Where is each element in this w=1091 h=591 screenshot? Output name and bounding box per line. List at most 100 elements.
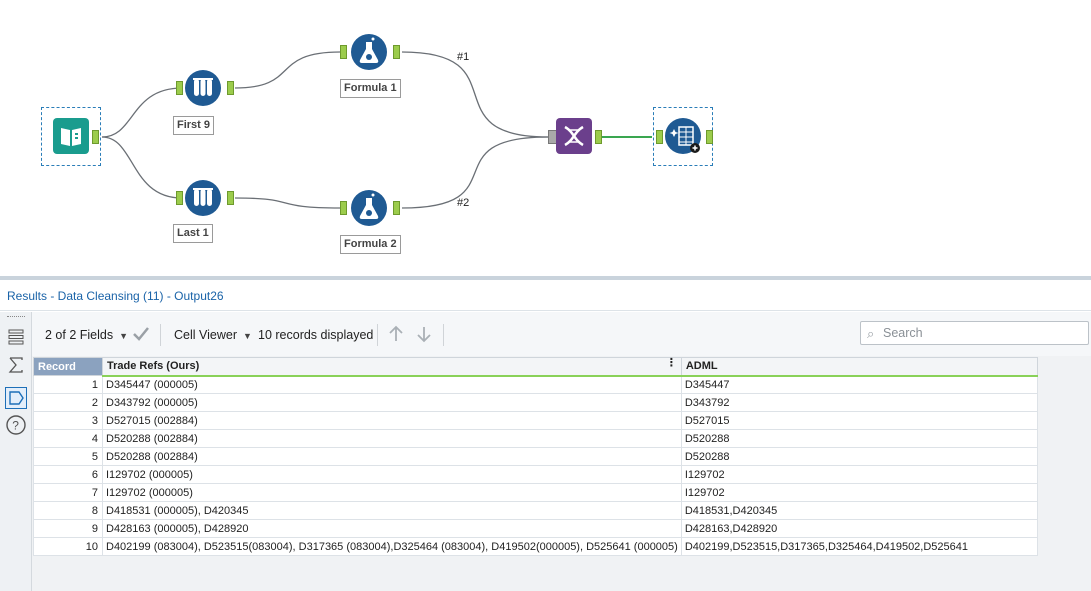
toolbar-separator — [160, 324, 161, 346]
last1-input-anchor[interactable] — [176, 191, 183, 205]
cell-trade-refs[interactable]: D345447 (000005) — [102, 375, 682, 394]
cell-trade-refs[interactable]: D343792 (000005) — [102, 393, 682, 412]
row-number: 5 — [33, 447, 103, 466]
viewer-selector[interactable]: Cell Viewer▼ — [174, 328, 252, 342]
chevron-down-icon: ▼ — [243, 331, 252, 341]
fields-selector[interactable]: 2 of 2 Fields▼ — [45, 328, 128, 342]
browse-input-anchor[interactable] — [656, 130, 663, 144]
svg-text:?: ? — [12, 419, 19, 433]
cell-adml[interactable]: D345447 — [680, 375, 1038, 394]
formula1-input-anchor[interactable] — [340, 45, 347, 59]
connection-formula1-join — [401, 51, 549, 138]
union-tool[interactable] — [556, 118, 592, 154]
formula-tool-2[interactable] — [351, 190, 387, 226]
row-number: 7 — [33, 483, 103, 502]
header-trade-refs[interactable]: Trade Refs (Ours) ⋮ — [102, 357, 682, 377]
tag-icon[interactable] — [5, 387, 27, 409]
union-output-anchor[interactable] — [595, 130, 602, 144]
checkmark-icon[interactable] — [131, 324, 151, 347]
formula1-output-anchor[interactable] — [393, 45, 400, 59]
input-data-tool[interactable] — [53, 118, 89, 154]
cell-adml[interactable]: I129702 — [680, 465, 1038, 484]
connection-formula2-join — [401, 136, 549, 209]
row-number: 4 — [33, 429, 103, 448]
table-view-icon[interactable] — [5, 326, 27, 348]
cell-trade-refs[interactable]: I129702 (000005) — [102, 483, 682, 502]
cell-adml[interactable]: D343792 — [680, 393, 1038, 412]
cell-adml[interactable]: I129702 — [680, 483, 1038, 502]
connection-last1-formula2 — [234, 197, 341, 209]
first9-label: First 9 — [173, 116, 215, 135]
connection-label-2: #2 — [457, 197, 470, 209]
sample-tool-first9[interactable] — [185, 70, 221, 106]
results-toolbar: 2 of 2 Fields▼ Cell Viewer▼ 10 records d… — [32, 312, 1091, 356]
chevron-down-icon: ▼ — [119, 331, 129, 341]
dna-icon — [564, 125, 584, 147]
input-selection-box — [41, 107, 101, 166]
browse-grid-icon — [669, 126, 700, 153]
search-icon: ⌕ — [867, 326, 875, 341]
arrow-down-icon[interactable] — [415, 325, 433, 346]
panel-divider[interactable] — [0, 276, 1091, 280]
flask-icon — [359, 37, 379, 63]
formula2-input-anchor[interactable] — [340, 201, 347, 215]
browse-output-anchor[interactable] — [706, 130, 713, 144]
formula-tool-1[interactable] — [351, 34, 387, 70]
cell-trade-refs[interactable]: D418531 (000005), D420345 — [102, 501, 682, 520]
search-input[interactable] — [883, 324, 1083, 342]
row-number: 10 — [33, 537, 103, 556]
first9-output-anchor[interactable] — [227, 81, 234, 95]
row-number: 6 — [33, 465, 103, 484]
header-trade-refs-label: Trade Refs (Ours) — [107, 360, 200, 373]
cell-trade-refs[interactable]: I129702 (000005) — [102, 465, 682, 484]
cell-adml[interactable]: D527015 — [680, 411, 1038, 430]
search-box[interactable]: ⌕ — [860, 321, 1089, 345]
row-number: 9 — [33, 519, 103, 538]
header-adml[interactable]: ADML — [680, 357, 1038, 377]
formula2-label: Formula 2 — [340, 235, 401, 254]
cell-adml[interactable]: D428163,D428920 — [680, 519, 1038, 538]
cell-adml[interactable]: D402199,D523515,D317365,D325464,D419502,… — [680, 537, 1038, 556]
flask-icon — [359, 193, 379, 219]
browse-tool[interactable] — [665, 118, 701, 154]
rail-grip[interactable] — [7, 316, 25, 319]
formula2-output-anchor[interactable] — [393, 201, 400, 215]
records-count: 10 records displayed — [258, 328, 374, 342]
column-menu-icon[interactable]: ⋮ — [665, 357, 677, 369]
arrow-up-icon[interactable] — [387, 325, 405, 346]
connection-input-first9 — [101, 87, 183, 138]
sample-tool-last1[interactable] — [185, 180, 221, 216]
cell-adml[interactable]: D520288 — [680, 447, 1038, 466]
results-title: Results - Data Cleansing (11) - Output26 — [0, 280, 1091, 311]
workflow-canvas[interactable]: First 9 Last 1 Formula 1 Formula 2 #1 — [0, 0, 1091, 276]
cell-adml[interactable]: D520288 — [680, 429, 1038, 448]
help-icon[interactable]: ? — [5, 414, 27, 436]
row-number: 2 — [33, 393, 103, 412]
cell-trade-refs[interactable]: D520288 (002884) — [102, 447, 682, 466]
cell-trade-refs[interactable]: D428163 (000005), D428920 — [102, 519, 682, 538]
last1-output-anchor[interactable] — [227, 191, 234, 205]
sum-icon[interactable] — [5, 354, 27, 376]
test-tubes-icon — [193, 78, 213, 96]
test-tubes-icon — [193, 188, 213, 206]
header-record[interactable]: Record — [33, 357, 103, 376]
cell-trade-refs[interactable]: D520288 (002884) — [102, 429, 682, 448]
cell-trade-refs[interactable]: D402199 (083004), D523515(083004), D3173… — [102, 537, 682, 556]
toolbar-separator — [377, 324, 378, 346]
first9-input-anchor[interactable] — [176, 81, 183, 95]
input-output-anchor[interactable] — [92, 130, 99, 144]
cell-trade-refs[interactable]: D527015 (002884) — [102, 411, 682, 430]
cell-adml[interactable]: D418531,D420345 — [680, 501, 1038, 520]
connection-input-last1 — [101, 136, 183, 199]
